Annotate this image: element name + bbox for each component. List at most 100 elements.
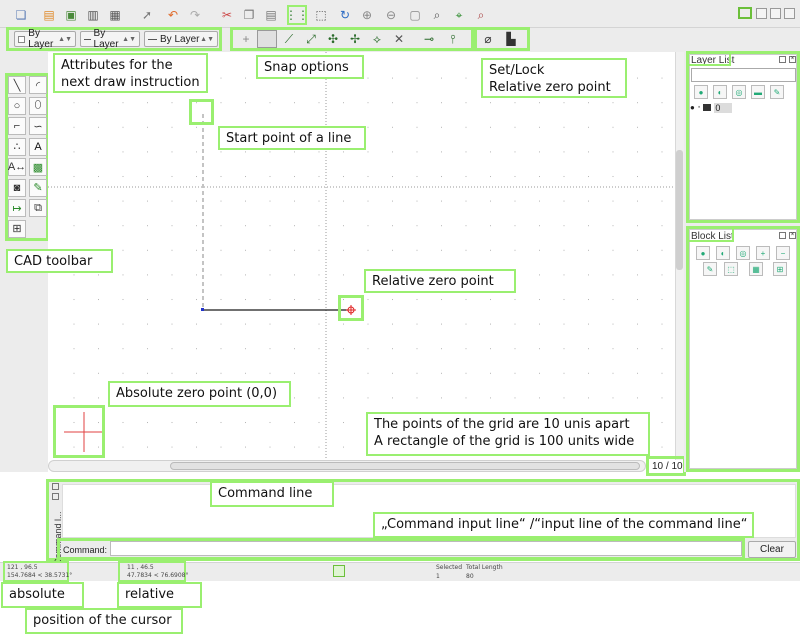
- grid-icon[interactable]: ⋮⋮: [285, 8, 309, 22]
- linetype-select-value: By Layer: [160, 33, 200, 45]
- page-indicator-highlight: [646, 456, 686, 476]
- undo-icon[interactable]: ↶: [167, 8, 179, 22]
- spline-icon[interactable]: ∽: [29, 117, 47, 135]
- annotation-absolute: absolute: [1, 582, 84, 608]
- new-icon[interactable]: ❏: [15, 8, 27, 22]
- color-select-value: By Layer: [28, 28, 54, 50]
- linetype-select[interactable]: By Layer▲▼: [144, 31, 218, 47]
- close-icon[interactable]: ×: [789, 56, 796, 63]
- minimize-icon[interactable]: [756, 8, 767, 19]
- snap-toolbar-highlight: [230, 27, 474, 51]
- layer-row[interactable]: ● ▪ 0: [690, 102, 796, 113]
- line-icon[interactable]: ╲: [8, 76, 26, 94]
- measure-icon[interactable]: ↦: [8, 199, 26, 217]
- snap-middle-icon[interactable]: ✢: [349, 32, 361, 46]
- block-icon[interactable]: ⧉: [29, 199, 47, 217]
- annotation-cursor-position: position of the cursor: [25, 608, 183, 634]
- chevron-down-icon: ▲▼: [200, 35, 214, 43]
- zoom-window-icon[interactable]: ⬚: [315, 8, 327, 22]
- snap-intersection-icon[interactable]: ✕: [393, 32, 405, 46]
- hidden-icon[interactable]: ◐: [713, 85, 727, 99]
- polyline-icon[interactable]: ⌐: [8, 117, 26, 135]
- show-blocks-icon[interactable]: ●: [696, 246, 710, 260]
- print-preview-icon[interactable]: ▦: [109, 8, 121, 22]
- width-select[interactable]: By Layer▲▼: [80, 28, 140, 50]
- restrict-horizontal-icon[interactable]: ⊸: [423, 32, 435, 46]
- save-icon[interactable]: ▣: [65, 8, 77, 22]
- vertical-scrollbar-handle[interactable]: [676, 150, 683, 270]
- zoom-out-icon[interactable]: ⊖: [385, 8, 397, 22]
- image-icon[interactable]: ◙: [8, 178, 26, 197]
- start-point-highlight: [189, 99, 214, 125]
- remove-block-icon[interactable]: −: [776, 246, 790, 260]
- snap-distance-icon[interactable]: ⟡: [373, 31, 381, 46]
- pointer-icon[interactable]: ➚: [141, 8, 153, 22]
- layer-filter-input[interactable]: [691, 68, 796, 82]
- cut-icon[interactable]: ✂: [221, 8, 233, 22]
- printer-icon[interactable]: [703, 104, 712, 111]
- snap-onentity-icon[interactable]: ⤢: [306, 31, 316, 46]
- toggle-blocks-icon[interactable]: ◎: [736, 246, 750, 260]
- create-block-icon[interactable]: ⊞: [773, 262, 787, 276]
- snap-endpoint-icon[interactable]: ⟋: [284, 31, 294, 46]
- set-relative-zero-icon[interactable]: ⌀: [484, 32, 492, 46]
- restrict-vertical-icon[interactable]: ⫯: [450, 31, 456, 46]
- snap-free-icon[interactable]: +: [242, 32, 250, 46]
- visible-icon[interactable]: ●: [694, 85, 708, 99]
- block-list-highlight: [686, 226, 800, 472]
- zoom-select-icon[interactable]: ⌕: [477, 7, 485, 22]
- circle-icon[interactable]: ○: [8, 96, 26, 115]
- annotation-command-input: „Command input line“ /“input line of the…: [373, 512, 754, 538]
- width-select-value: By Layer: [93, 28, 119, 50]
- modify-icon[interactable]: ✎: [29, 178, 47, 197]
- copy-icon[interactable]: ❐: [243, 8, 255, 22]
- insert-block-icon[interactable]: ▦: [749, 262, 763, 276]
- float-icon[interactable]: [779, 232, 786, 239]
- arc-icon[interactable]: ◜: [29, 76, 47, 94]
- paste-icon[interactable]: ▤: [265, 8, 277, 22]
- edit-block-icon[interactable]: ⬚: [724, 262, 738, 276]
- annotation-cad-toolbar: CAD toolbar: [6, 249, 113, 273]
- command-input[interactable]: [110, 541, 742, 556]
- relative-coord-line1: 11 , 46.5: [127, 564, 154, 571]
- insert-block-icon[interactable]: ⊞: [8, 219, 26, 238]
- open-icon[interactable]: ▤: [43, 8, 55, 22]
- zoom-auto-icon[interactable]: ▢: [409, 8, 421, 22]
- restore-icon[interactable]: [770, 8, 781, 19]
- remove-layer-icon[interactable]: ▬: [751, 85, 765, 99]
- zoom-prev-icon[interactable]: ⌕: [433, 7, 441, 22]
- add-layer-icon[interactable]: ◎: [732, 85, 746, 99]
- cad-toolbar-highlight: [5, 73, 49, 241]
- zoom-in-icon[interactable]: ⊕: [361, 8, 373, 22]
- color-select[interactable]: By Layer▲▼: [14, 28, 76, 50]
- clear-button[interactable]: Clear: [748, 541, 796, 558]
- rename-block-icon[interactable]: ✎: [703, 262, 717, 276]
- horizontal-scrollbar-handle[interactable]: [170, 462, 640, 470]
- layer-list-title-highlight: [687, 51, 731, 66]
- float-icon[interactable]: [779, 56, 786, 63]
- dock-toggle-icon[interactable]: [738, 7, 752, 19]
- layer-name: 0: [714, 102, 733, 113]
- zoom-pan-icon[interactable]: ⌖: [455, 7, 463, 22]
- close-icon[interactable]: [52, 493, 59, 500]
- redraw-icon[interactable]: ↻: [339, 8, 351, 22]
- print-icon[interactable]: ▥: [87, 8, 99, 22]
- float-icon[interactable]: [52, 483, 59, 490]
- point-icon[interactable]: ∴: [8, 137, 26, 156]
- redo-icon[interactable]: ↷: [189, 8, 201, 22]
- edit-layer-icon[interactable]: ✎: [770, 85, 784, 99]
- close-icon[interactable]: ×: [789, 232, 796, 239]
- hatch-icon[interactable]: ▩: [29, 158, 47, 176]
- snap-center-icon[interactable]: ✣: [327, 32, 339, 46]
- add-block-icon[interactable]: +: [756, 246, 770, 260]
- block-list-title-highlight: [687, 227, 734, 242]
- ellipse-icon[interactable]: ⬯: [29, 96, 47, 115]
- dimension-icon[interactable]: A↔: [8, 158, 26, 176]
- close-icon[interactable]: [784, 8, 795, 19]
- hide-blocks-icon[interactable]: ◐: [716, 246, 730, 260]
- visible-icon[interactable]: ●: [690, 103, 695, 112]
- text-icon[interactable]: A: [29, 137, 47, 156]
- lock-relative-zero-icon[interactable]: ▙: [506, 32, 516, 46]
- annotation-snap: Snap options: [256, 55, 364, 79]
- lock-icon[interactable]: ▪: [697, 104, 701, 111]
